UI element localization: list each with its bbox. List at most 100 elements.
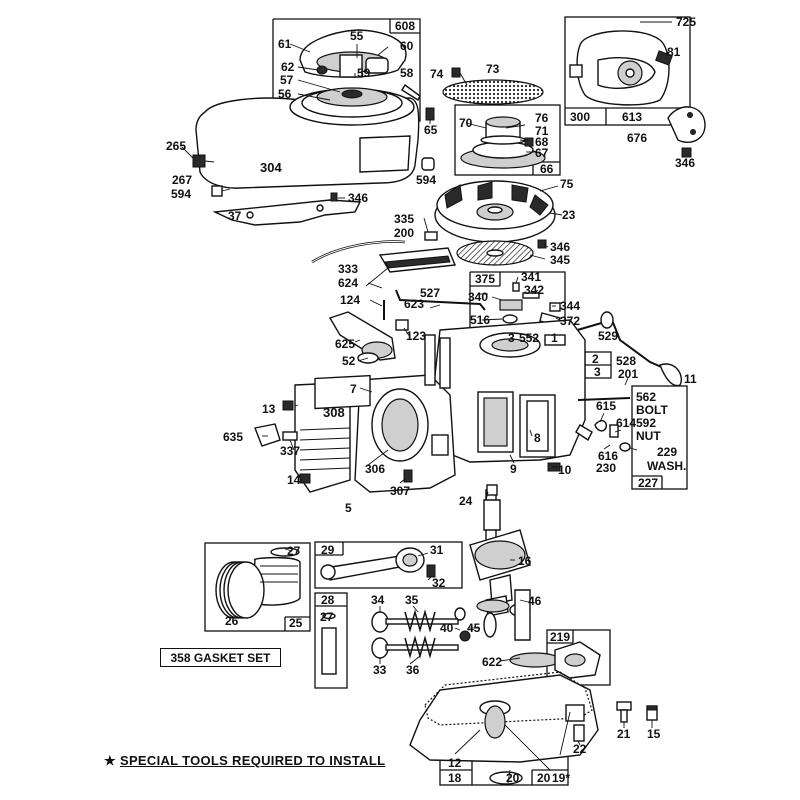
label-2: 2: [592, 352, 599, 366]
label-124: 124: [340, 293, 360, 307]
label-528: 528: [616, 354, 636, 368]
label-29: 29: [321, 543, 335, 557]
label-346-b: 346: [675, 156, 695, 170]
label-26: 26: [225, 614, 239, 628]
connecting-rod-29: [320, 547, 436, 581]
label-bolt: BOLT: [636, 403, 668, 417]
label-21: 21: [617, 727, 631, 741]
label-307: 307: [390, 484, 410, 498]
label-13: 13: [262, 402, 276, 416]
drain-plugs-21-15: [616, 701, 658, 723]
label-5: 5: [345, 501, 352, 515]
label-527: 527: [420, 286, 440, 300]
label-56: 56: [278, 87, 292, 101]
label-71: 71: [535, 124, 549, 138]
label-625: 625: [335, 337, 355, 351]
label-300: 300: [570, 110, 590, 124]
label-37: 37: [228, 209, 242, 223]
label-11: 11: [684, 372, 697, 386]
label-333: 333: [338, 262, 358, 276]
label-75: 75: [560, 177, 574, 191]
label-16: 16: [518, 554, 532, 568]
gasket-set-label: 358 GASKET SET: [160, 648, 281, 667]
label-3b: 3: [594, 365, 601, 379]
flywheel-23: [434, 180, 556, 243]
group-box-25: [204, 542, 311, 632]
label-230: 230: [596, 461, 616, 475]
part-labels: 608 55 61 60 62 59 58 57 56 65 265 267 5…: [166, 15, 697, 785]
label-23: 23: [562, 208, 576, 222]
group-box-608: [272, 18, 421, 122]
label-10: 10: [558, 463, 572, 477]
label-725: 725: [676, 15, 696, 29]
label-32: 32: [432, 576, 446, 590]
label-20b: 20: [537, 771, 551, 785]
group-box-227: [631, 385, 688, 490]
starter-clutch-assembly: [460, 116, 546, 169]
label-36: 36: [406, 663, 420, 677]
label-304: 304: [260, 160, 282, 175]
governor-219: [554, 641, 601, 679]
label-wash: WASH.: [647, 459, 686, 473]
brake-parts-227: [575, 397, 631, 452]
label-25: 25: [289, 616, 303, 630]
label-34: 34: [371, 593, 385, 607]
label-335: 335: [394, 212, 414, 226]
label-52: 52: [342, 354, 356, 368]
label-267: 267: [172, 173, 192, 187]
label-18: 18: [448, 771, 462, 785]
cam-gear-46: [476, 589, 561, 668]
label-345: 345: [550, 253, 570, 267]
label-14: 14: [287, 473, 301, 487]
label-346-c: 346: [550, 240, 570, 254]
special-tools-note: ★SPECIAL TOOLS REQUIRED TO INSTALL: [104, 753, 385, 769]
label-614: 614: [616, 416, 636, 430]
screws-left: [192, 107, 435, 202]
label-594-left: 594: [171, 187, 191, 201]
label-342: 342: [524, 283, 544, 297]
muffler-613: [569, 30, 673, 106]
fuel-line-333: [311, 231, 457, 273]
label-68: 68: [535, 135, 549, 149]
label-67: 67: [535, 146, 549, 160]
cylinder-block: [354, 319, 586, 493]
label-623: 623: [404, 297, 424, 311]
air-baffle-37: [212, 199, 362, 226]
label-45: 45: [467, 621, 481, 635]
label-76: 76: [535, 111, 549, 125]
label-7: 7: [350, 382, 357, 396]
intake-elbow-625: [328, 311, 409, 364]
label-562: 562: [636, 390, 656, 404]
label-55: 55: [350, 29, 364, 43]
label-24: 24: [459, 494, 473, 508]
flywheel-nut-washer: [456, 239, 547, 266]
label-200: 200: [394, 226, 414, 240]
label-372: 372: [560, 314, 580, 328]
label-28: 28: [321, 593, 335, 607]
sump-base: [409, 671, 599, 785]
label-27a: 27: [287, 544, 301, 558]
label-12: 12: [448, 756, 462, 770]
group-box-29: [314, 541, 463, 589]
label-74: 74: [430, 67, 444, 81]
label-58: 58: [400, 66, 414, 80]
muffler-guard-676: [667, 106, 706, 158]
label-341: 341: [521, 270, 541, 284]
label-27b: 27: [320, 610, 334, 624]
label-19: 19*: [552, 771, 570, 785]
valves: [371, 607, 471, 659]
group-box-300-613: [564, 16, 691, 126]
label-70: 70: [459, 116, 473, 130]
label-81: 81: [667, 45, 681, 59]
label-516: 516: [470, 313, 490, 327]
label-9: 9: [510, 462, 517, 476]
throttle-link-529: [559, 311, 682, 387]
label-308: 308: [323, 405, 345, 420]
label-123: 123: [406, 329, 426, 343]
label-31: 31: [430, 543, 444, 557]
label-306: 306: [365, 462, 385, 476]
label-66: 66: [540, 162, 554, 176]
special-tools-text: SPECIAL TOOLS REQUIRED TO INSTALL: [119, 753, 386, 768]
label-201: 201: [618, 367, 638, 381]
label-59: 59: [357, 66, 371, 80]
